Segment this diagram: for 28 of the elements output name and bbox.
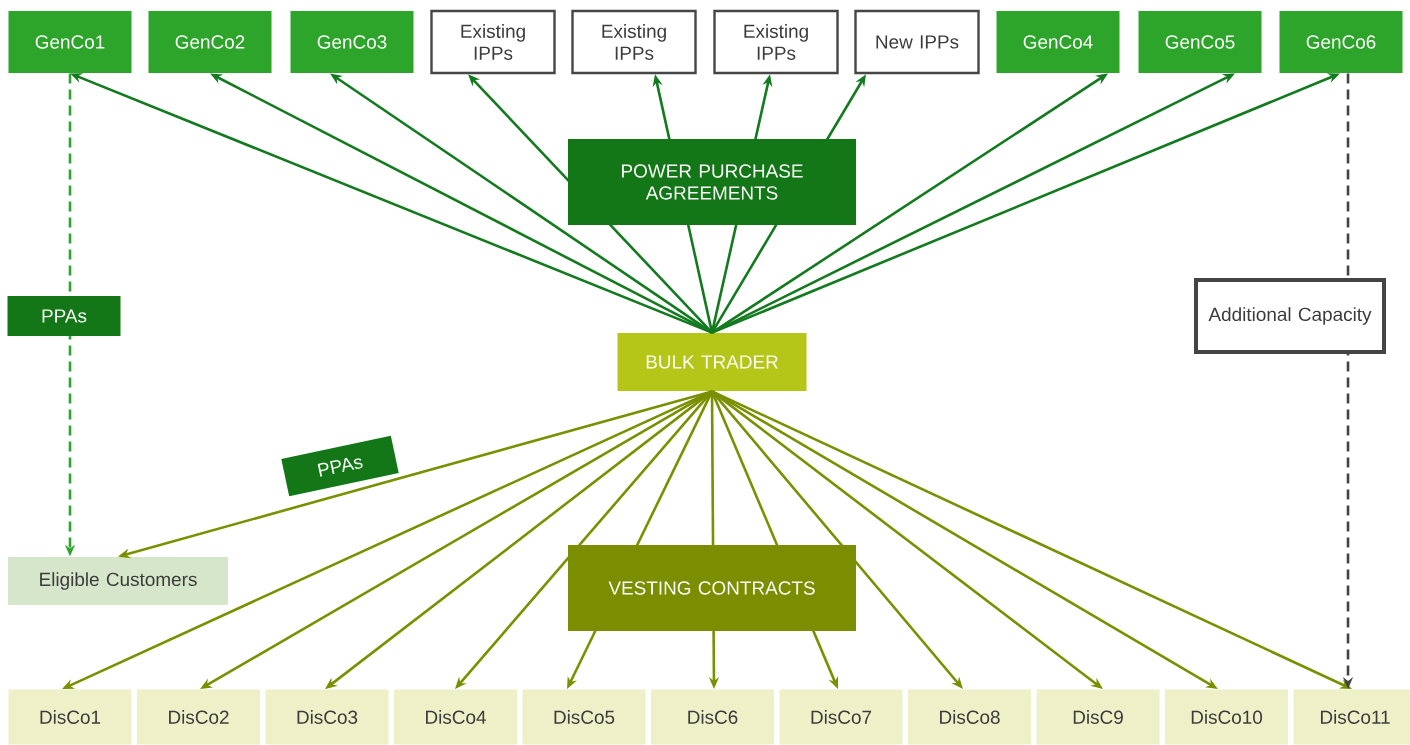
company-box: GenCo3	[290, 11, 414, 73]
company-box: GenCo4	[996, 11, 1120, 73]
customer-box: Eligible Customers	[8, 557, 228, 605]
company-box: DisCo11	[1293, 689, 1410, 745]
company-box: GenCo1	[8, 11, 132, 73]
edge-label: Additional Capacity	[1194, 278, 1386, 354]
company-box: New IPPs	[854, 9, 980, 75]
company-box: DisCo8	[908, 689, 1031, 745]
edge-label: VESTING CONTRACTS	[568, 545, 856, 631]
company-box: DisC9	[1036, 689, 1160, 745]
company-box: Existing IPPs	[430, 9, 556, 75]
company-box: DisCo1	[8, 689, 132, 745]
company-box: DisCo5	[522, 689, 646, 745]
company-box: GenCo6	[1279, 11, 1403, 73]
company-box: DisC6	[651, 689, 774, 745]
company-box: Existing IPPs	[713, 9, 839, 75]
edge-label: PPAs	[7, 296, 121, 336]
company-box: Existing IPPs	[571, 9, 697, 75]
edge-label: POWER PURCHASE AGREEMENTS	[568, 139, 856, 225]
company-box: DisCo3	[265, 689, 389, 745]
company-box: GenCo5	[1138, 11, 1262, 73]
company-box: DisCo7	[779, 689, 903, 745]
company-box: DisCo4	[394, 689, 517, 745]
edge-label: PPAs	[281, 435, 399, 497]
trader-box: BULK TRADER	[617, 333, 807, 391]
company-box: GenCo2	[148, 11, 272, 73]
company-box: DisCo10	[1165, 689, 1288, 745]
company-box: DisCo2	[137, 689, 260, 745]
